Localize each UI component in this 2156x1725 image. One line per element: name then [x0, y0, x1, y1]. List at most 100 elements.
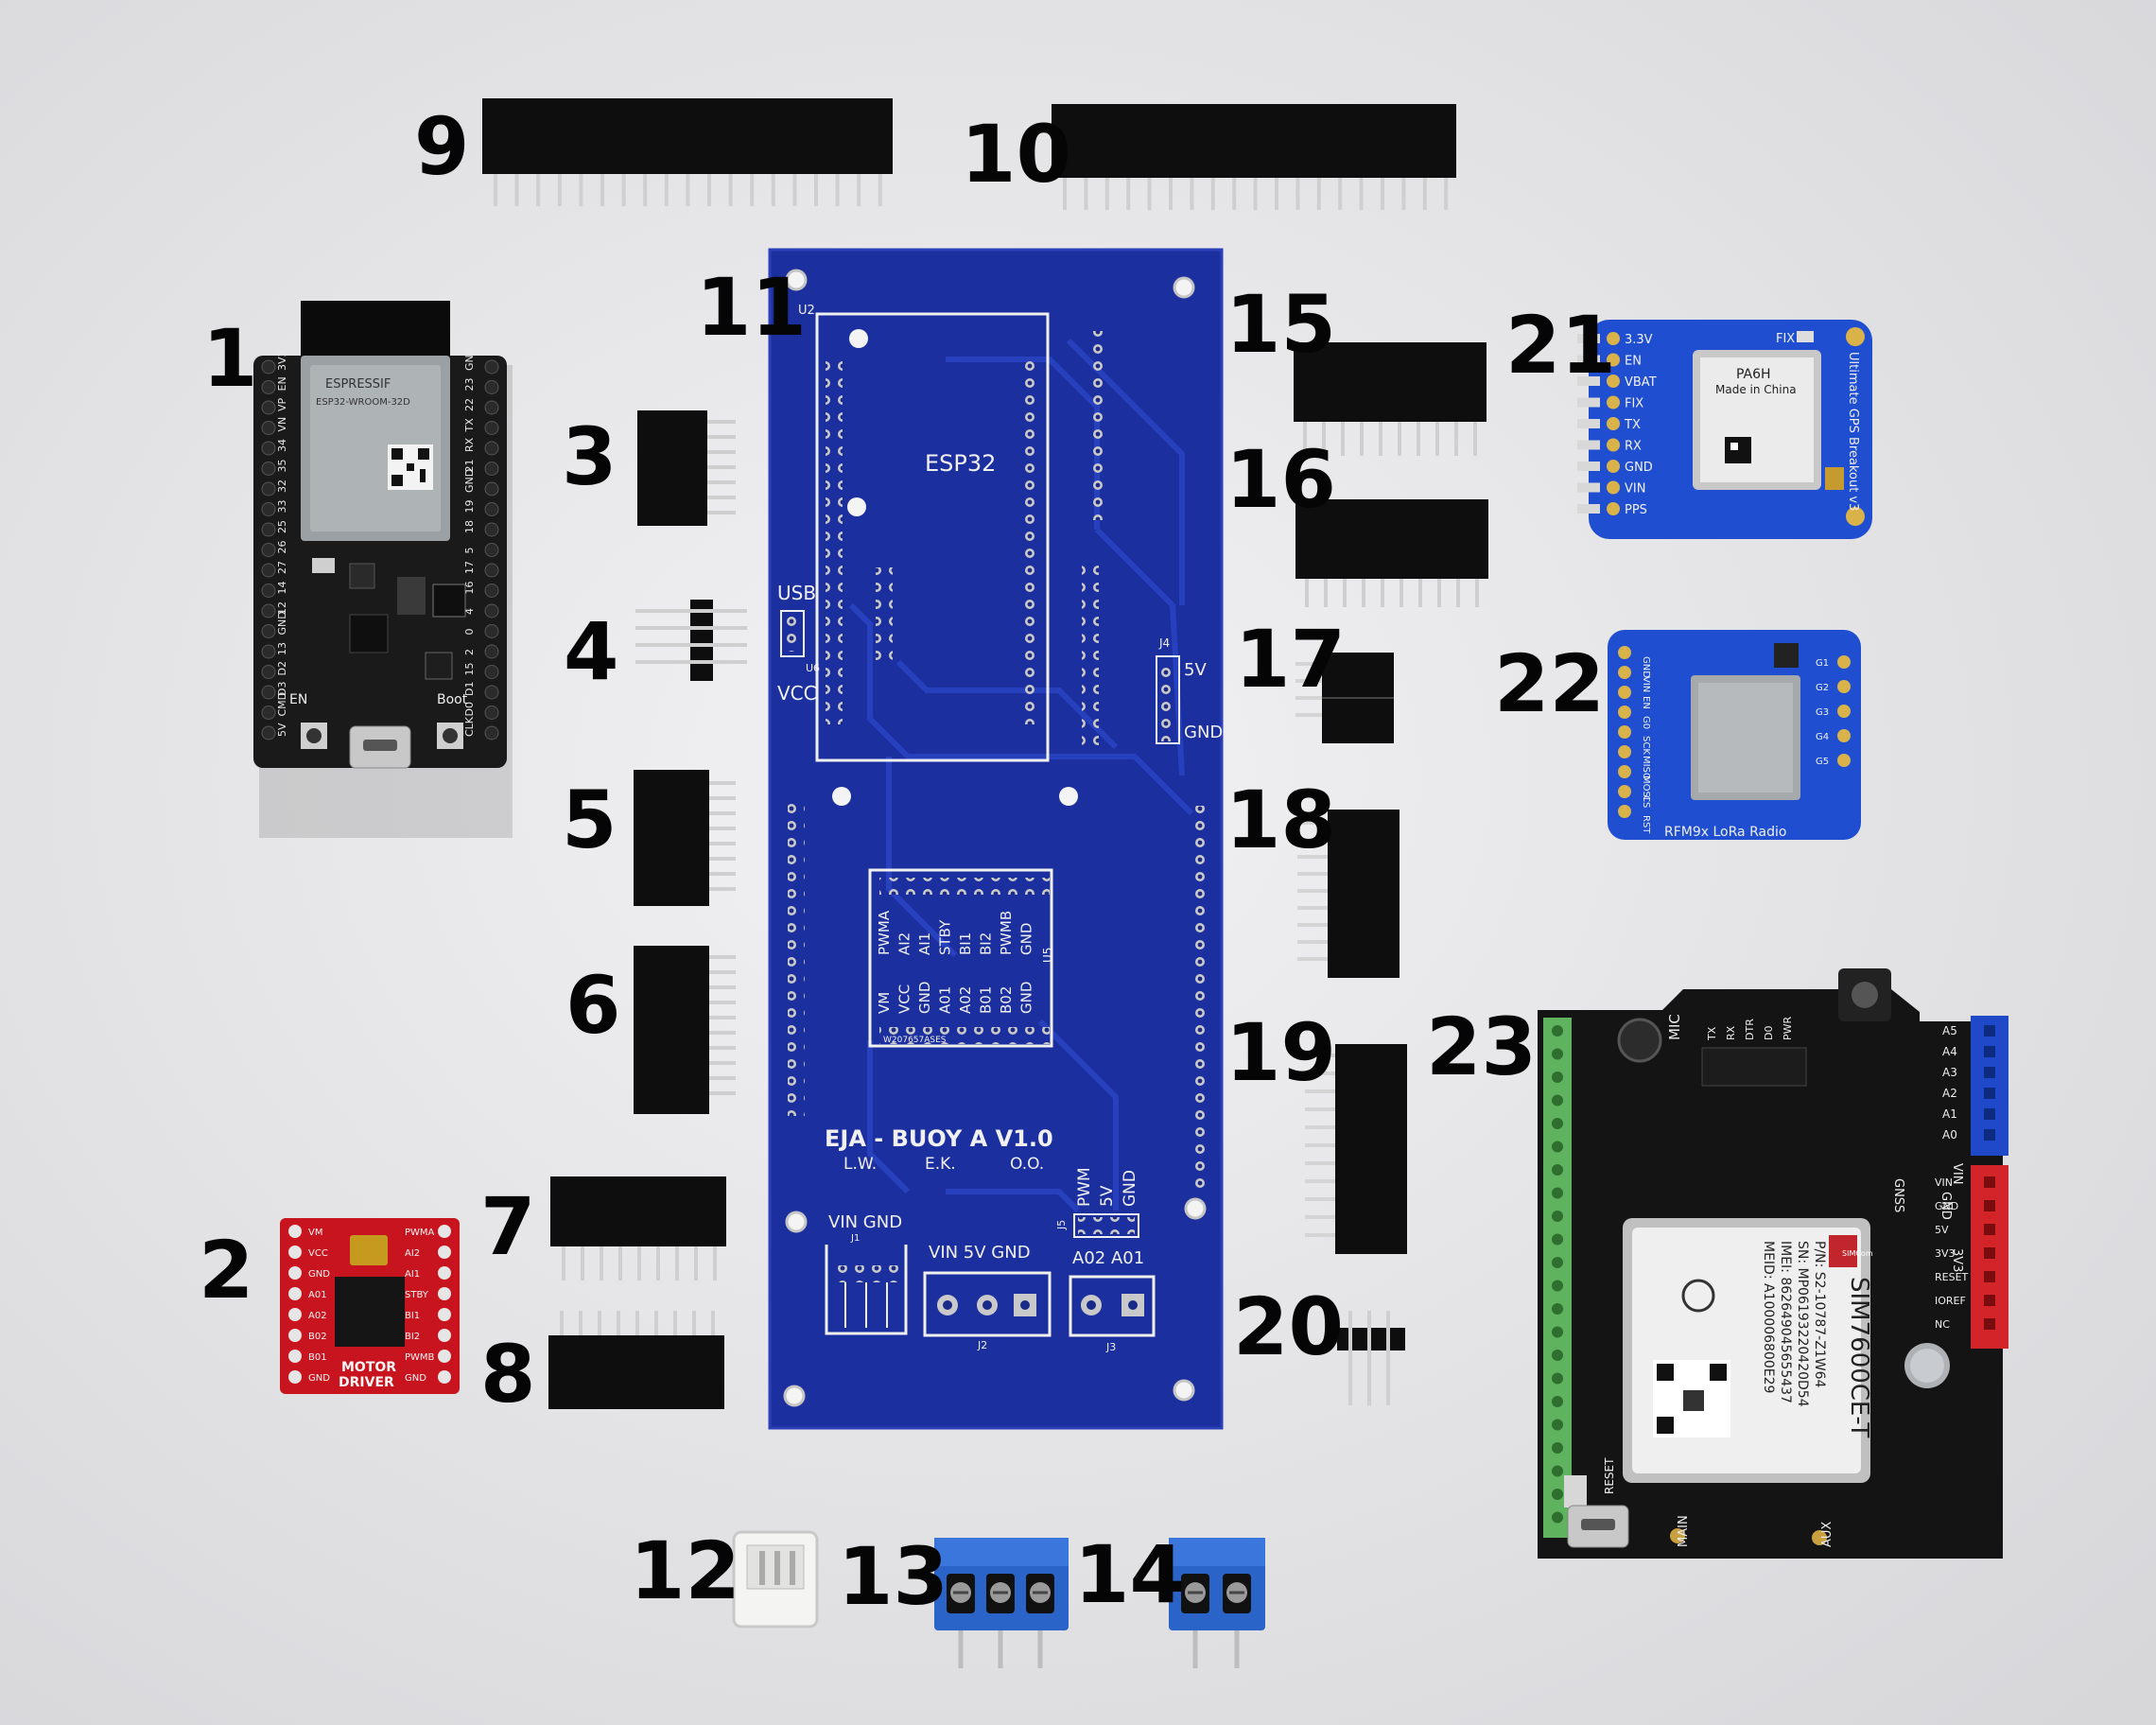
shield-terminal: [1552, 1141, 1563, 1153]
header-pin: [1473, 422, 1477, 456]
pcb-j3-ref: J3: [1105, 1341, 1116, 1353]
lora-pad: [1618, 706, 1631, 719]
header-9: [482, 98, 893, 206]
esp32-pin: [261, 584, 276, 598]
header-pin: [1084, 178, 1088, 210]
header-pin: [1338, 178, 1343, 210]
pcb-j1-label: VIN GND: [828, 1212, 902, 1232]
label-1: 1: [202, 312, 257, 405]
gps-pin-label: VIN: [1625, 482, 1645, 497]
gps-pin-label: RX: [1625, 440, 1642, 454]
header-pin: [618, 1246, 622, 1281]
driver-hole: [438, 1370, 451, 1384]
shield-terminal: [1552, 1396, 1563, 1407]
shield-power-label: NC: [1935, 1318, 1950, 1331]
shield-header-pin: [1984, 1247, 1995, 1259]
header-pin: [1305, 1089, 1335, 1093]
driver-hole: [438, 1350, 451, 1363]
label-11: 11: [696, 261, 807, 354]
driver-pin-label: STBY: [405, 1290, 429, 1300]
header-pin: [557, 174, 562, 206]
shield-terminal: [1552, 1094, 1563, 1106]
header-pin: [707, 174, 711, 206]
lora-pad: [1618, 745, 1631, 758]
shield-analog-label: A5: [1942, 1024, 1957, 1037]
header-pin: [1418, 579, 1422, 607]
shield-power-label: VIN: [1935, 1176, 1953, 1189]
lora-pad: [1618, 646, 1631, 659]
shield-aux-label: AUX: [1820, 1522, 1834, 1547]
header-pin: [1297, 940, 1328, 944]
shield-gnss-label: GNSS: [1891, 1178, 1905, 1212]
header-pin: [1104, 178, 1109, 210]
driver-hole: [288, 1370, 302, 1384]
esp32-boot-label: Boot: [437, 692, 468, 707]
gps-chip-line-2: Made in China: [1715, 383, 1797, 396]
esp32-pin-label: 5V: [276, 723, 288, 737]
pcb-driver-bottom-label: B02: [998, 986, 1015, 1014]
shield-analog-label: A1: [1942, 1107, 1957, 1121]
label-14: 14: [1074, 1528, 1185, 1621]
gps-pad: [1607, 417, 1620, 430]
header-pin: [707, 465, 736, 469]
header-pin: [1295, 713, 1322, 717]
esp32-pin: [484, 380, 499, 394]
header-17: [1295, 653, 1394, 743]
header-pin: [635, 1311, 639, 1335]
header-pin: [1305, 1072, 1335, 1075]
shield-brand: SIMCom: [1842, 1249, 1873, 1258]
esp32-pin: [261, 522, 276, 537]
esp32-pin-label: 3V3: [276, 350, 288, 371]
header-pin: [1295, 662, 1322, 666]
header-pin: [1475, 579, 1479, 607]
header-pin: [1341, 422, 1345, 456]
header-pin: [1435, 422, 1439, 456]
driver-hole: [438, 1287, 451, 1300]
lora-pad: [1837, 729, 1851, 742]
header-pin: [1422, 178, 1427, 210]
label-4: 4: [564, 605, 618, 698]
lora-top-pin-label: G4: [1816, 732, 1829, 742]
header-pin: [1381, 579, 1384, 607]
esp32-pin-label: D1: [463, 682, 476, 696]
header-pin: [709, 1046, 736, 1050]
lora-pin-label: EN: [1641, 696, 1651, 709]
header-5: [634, 770, 736, 906]
esp32-pin-label: 13: [276, 642, 288, 655]
header-pin: [707, 496, 736, 499]
header-pin: [694, 1246, 698, 1281]
header-19: [1305, 1044, 1407, 1254]
header-pin: [1126, 178, 1131, 210]
shield-power-label: RESET: [1935, 1271, 1969, 1283]
header-pin: [1295, 679, 1322, 683]
esp32-pin-label: 32: [276, 479, 288, 493]
header-pin: [635, 609, 747, 613]
header-pin: [709, 1091, 736, 1095]
shield-terminal: [1552, 1465, 1563, 1477]
pcb-j5-pin-label: PWM: [1075, 1167, 1094, 1207]
header-pin: [1190, 178, 1194, 210]
pcb-driver-bottom-label: B01: [978, 986, 995, 1014]
label-12: 12: [630, 1525, 740, 1617]
pcb-esp32-label: ESP32: [925, 450, 996, 477]
header-pin: [675, 1246, 679, 1281]
pcb-driver-top-label: GND: [1018, 923, 1035, 955]
esp32-pin: [484, 543, 499, 557]
driver-hole: [288, 1225, 302, 1238]
driver-hole: [288, 1350, 302, 1363]
gps-pin-label: FIX: [1625, 397, 1643, 411]
header-pin: [1295, 178, 1300, 210]
lora-pin-label: MISO: [1641, 756, 1651, 780]
esp32-pin: [261, 706, 276, 720]
header-4: [635, 600, 747, 681]
shield-header-pin: [1984, 1088, 1995, 1099]
gps-pad: [1607, 480, 1620, 495]
header-pin: [1210, 178, 1215, 210]
label-18: 18: [1226, 774, 1336, 866]
esp32-pin: [484, 462, 499, 476]
shield-header-pin: [1984, 1025, 1995, 1037]
header-pin: [1322, 422, 1326, 456]
header-pin: [560, 1311, 564, 1335]
driver-hole: [438, 1246, 451, 1259]
pcb-j2-label: VIN 5V GND: [929, 1243, 1031, 1263]
